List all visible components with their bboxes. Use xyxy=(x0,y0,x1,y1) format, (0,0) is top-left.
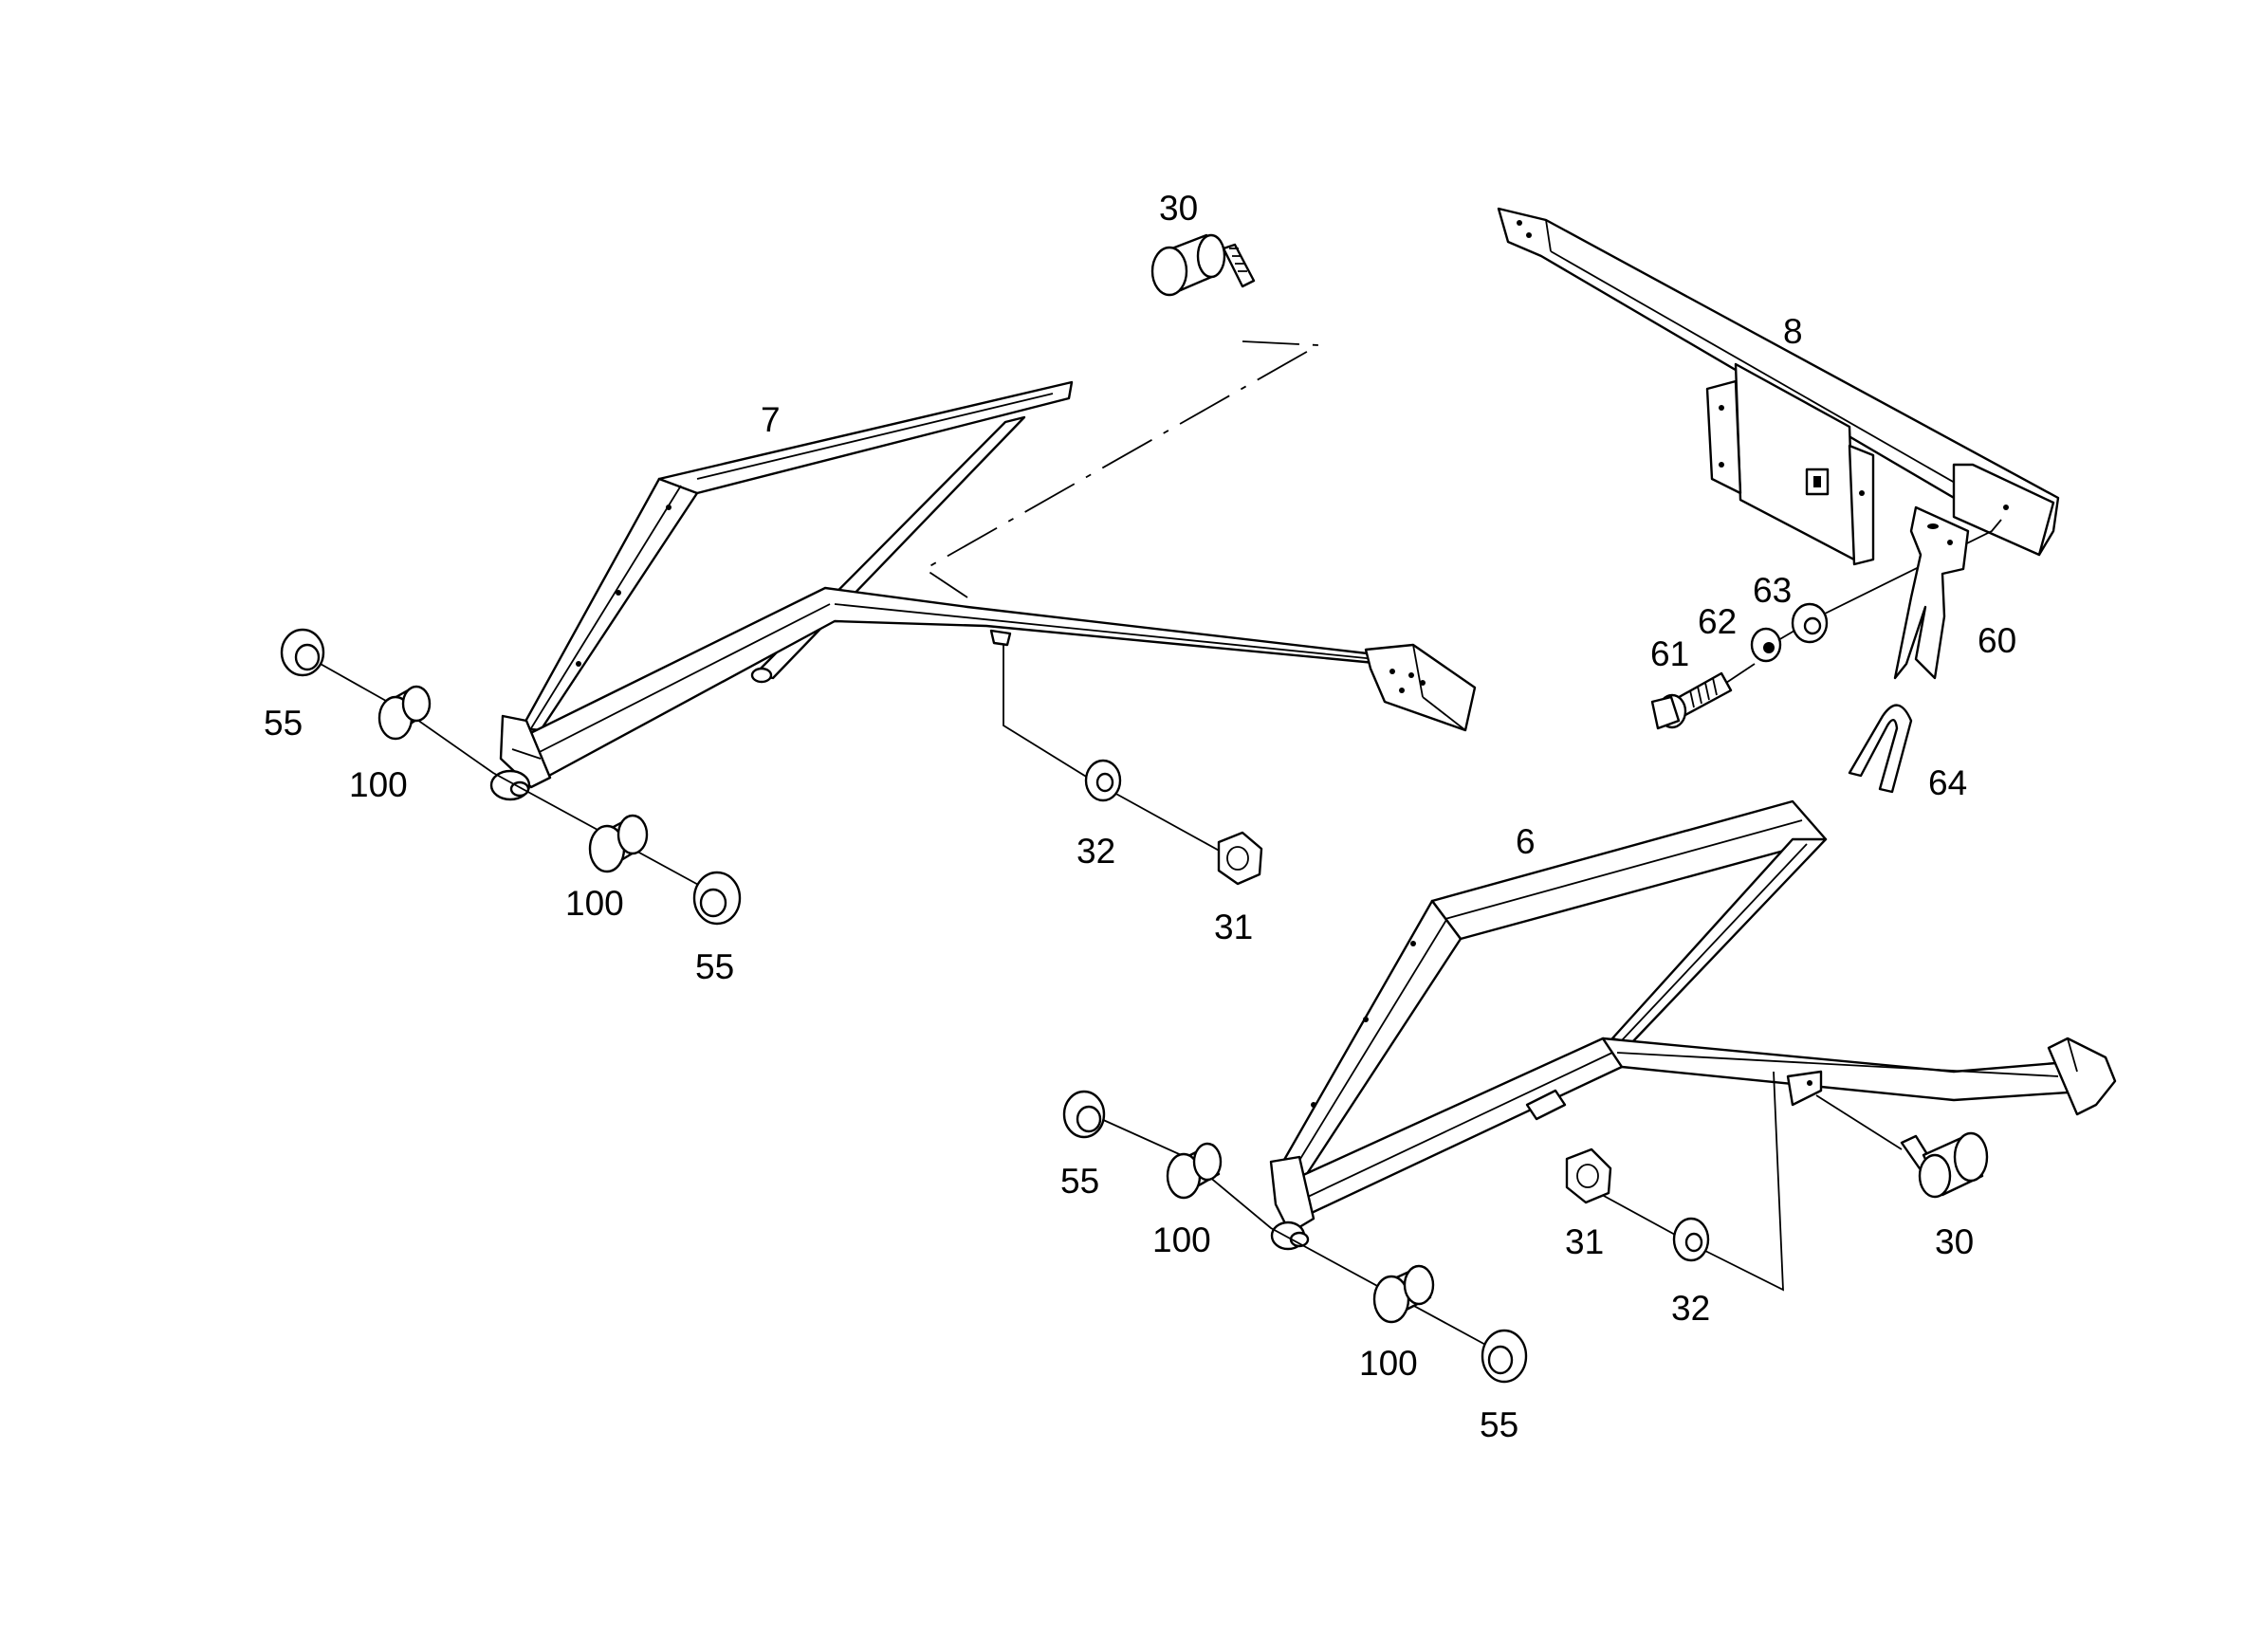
washer-62 xyxy=(1750,627,1782,663)
bracket-60 xyxy=(1893,505,1970,680)
label-7: 7 xyxy=(761,400,781,439)
leader-lines-8 xyxy=(1818,519,2002,617)
label-62: 62 xyxy=(1698,602,1737,641)
washer-55-left-a xyxy=(280,628,325,677)
support-bar-8 xyxy=(1497,207,2060,566)
label-31-left: 31 xyxy=(1214,908,1253,946)
washer-55-right-a xyxy=(1062,1090,1106,1139)
nut-31-left xyxy=(1217,831,1263,886)
buffer-30-right xyxy=(1900,1131,1989,1199)
label-6: 6 xyxy=(1516,822,1536,861)
label-55-left-b: 55 xyxy=(695,947,734,986)
label-30-top: 30 xyxy=(1159,189,1198,228)
washer-55-left-b xyxy=(692,871,742,926)
label-32-right: 32 xyxy=(1671,1289,1710,1328)
buffer-30-top xyxy=(1150,233,1256,297)
label-60: 60 xyxy=(1978,621,2016,660)
label-100-left-a: 100 xyxy=(349,765,408,804)
label-32-left: 32 xyxy=(1076,832,1115,871)
washer-32-left xyxy=(1084,759,1122,802)
label-31-right: 31 xyxy=(1565,1222,1604,1261)
nut-31-right xyxy=(1565,1147,1612,1204)
bolt-61 xyxy=(1650,671,1733,730)
label-55-right-b: 55 xyxy=(1480,1405,1518,1444)
label-8: 8 xyxy=(1783,312,1803,351)
label-55-right-a: 55 xyxy=(1060,1162,1099,1201)
bushing-100-right-b xyxy=(1372,1264,1435,1324)
label-55-left-a: 55 xyxy=(264,704,303,743)
clip-64 xyxy=(1848,704,1913,794)
leader-lines-61-63 xyxy=(1725,630,1795,684)
washer-32-right xyxy=(1672,1217,1710,1262)
label-30-right: 30 xyxy=(1935,1222,1974,1261)
washer-63 xyxy=(1791,602,1829,644)
bushing-100-right-a xyxy=(1166,1142,1223,1200)
label-64: 64 xyxy=(1928,763,1967,802)
label-100-right-a: 100 xyxy=(1152,1221,1211,1259)
frame-arm-6 xyxy=(1269,799,2117,1251)
bushing-100-left-b xyxy=(588,814,649,873)
label-100-left-b: 100 xyxy=(565,884,624,923)
part-labels: 30 7 8 55 100 100 55 32 31 63 62 61 60 6… xyxy=(264,189,2016,1444)
label-61: 61 xyxy=(1650,634,1689,673)
washer-55-right-b xyxy=(1481,1329,1528,1384)
bushing-100-left-a xyxy=(377,685,432,741)
frame-arm-7 xyxy=(489,380,1477,801)
label-63: 63 xyxy=(1753,571,1792,610)
label-100-right-b: 100 xyxy=(1359,1344,1418,1383)
